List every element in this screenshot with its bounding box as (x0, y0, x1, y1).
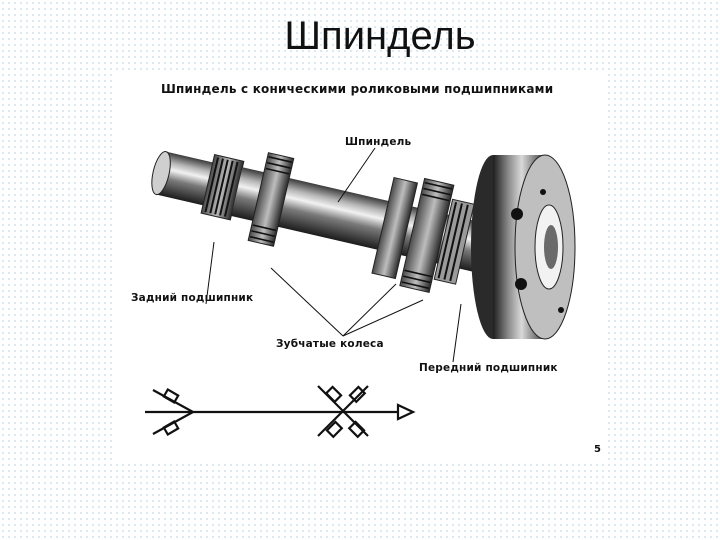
label-gears: Зубчатые колеса (276, 338, 384, 350)
spindle-flange (471, 154, 576, 340)
label-rear-bearing: Задний подшипник (131, 292, 254, 304)
gear-2 (371, 176, 419, 280)
bearing-schematic (145, 385, 416, 439)
spindle-figure: Шпиндель с коническими роликовыми подшип… (113, 72, 608, 464)
label-front-bearing: Передний подшипник (419, 362, 558, 374)
figure-caption: Шпиндель с коническими роликовыми подшип… (161, 82, 554, 96)
spindle-illustration (145, 147, 576, 439)
slide-title: Шпиндель (284, 14, 476, 58)
label-spindle: Шпиндель (345, 136, 412, 148)
page-number: 5 (594, 444, 602, 455)
gear-3 (399, 177, 455, 294)
gear-1 (247, 152, 295, 247)
